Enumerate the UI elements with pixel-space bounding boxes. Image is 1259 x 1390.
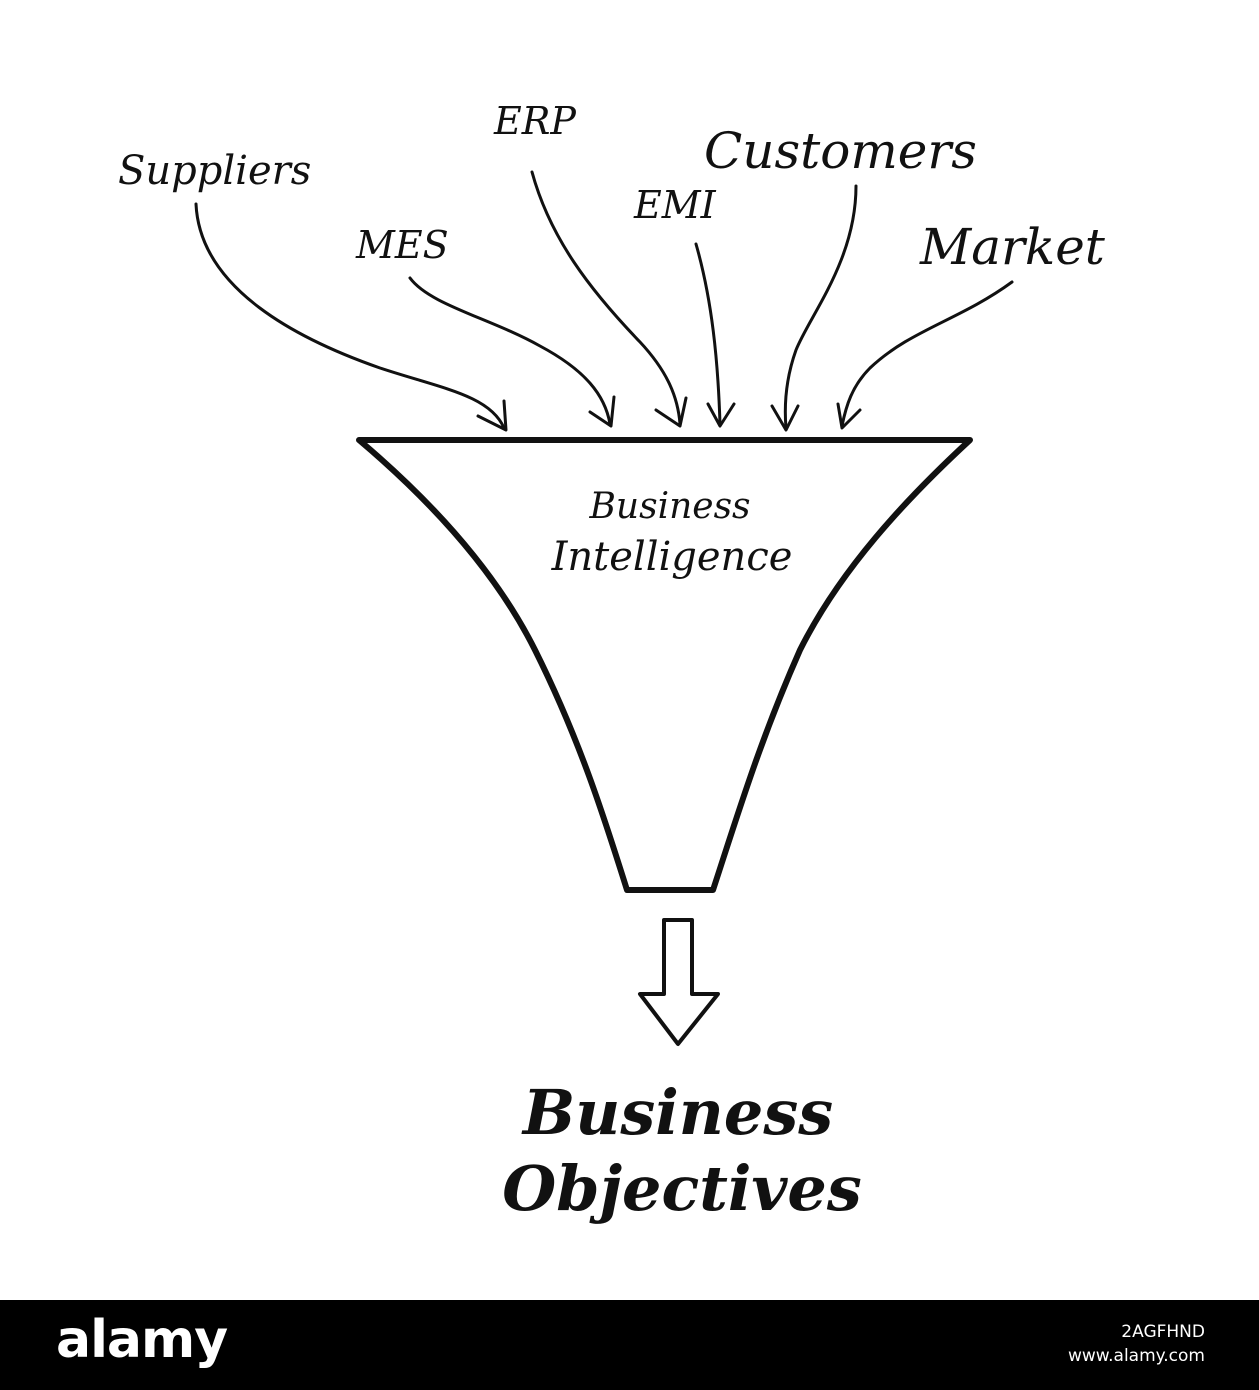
alamy-logo: alamy [56,1310,228,1370]
arrow-emi [694,242,736,428]
output-down-arrow [638,918,720,1046]
source-label-suppliers: Suppliers [118,148,311,194]
watermark-bar: alamy 2AGFHND www.alamy.com [0,1300,1259,1390]
arrow-customers [770,184,858,432]
arrow-mes [408,276,616,428]
arrow-erp [530,170,688,428]
source-label-emi: EMI [633,183,717,227]
business-intelligence-diagram: Suppliers MES ERP EMI Customers Market B… [118,99,1106,1225]
arrow-market [836,280,1014,430]
watermark-id: 2AGFHND www.alamy.com [1068,1320,1205,1368]
funnel-shape [356,437,973,893]
source-label-mes: MES [355,223,449,267]
arrow-suppliers [194,202,508,432]
watermark-url: www.alamy.com [1067,1346,1205,1366]
output-label-line1: Business [521,1076,833,1149]
funnel-label-line2: Intelligence [551,534,793,580]
source-label-customers: Customers [704,122,977,180]
source-label-erp: ERP [493,99,577,143]
watermark-image-id: 2AGFHND [1121,1322,1205,1342]
output-label-line2: Objectives [502,1152,862,1225]
funnel-label-line1: Business [588,486,750,527]
source-label-market: Market [919,218,1106,276]
